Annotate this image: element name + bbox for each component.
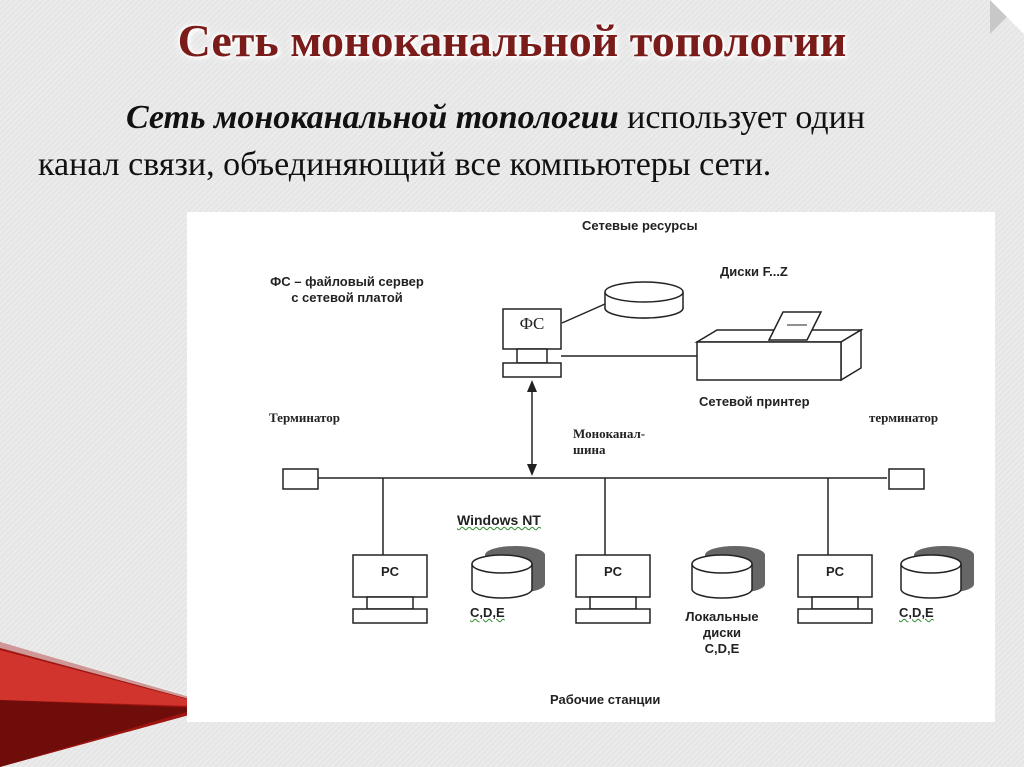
workstation-pc-1	[352, 554, 428, 624]
local-disk-3	[900, 546, 974, 599]
workstation-pc-2	[575, 554, 651, 624]
server-disk-link	[561, 303, 606, 324]
fs-note-line1: ФС – файловый сервер	[270, 274, 424, 289]
paragraph-line1-rest: использует один	[618, 99, 866, 136]
windows-nt-label: Windows NT	[457, 512, 541, 528]
disk-label-1: C,D,E	[470, 605, 505, 621]
network-resources-label: Сетевые ресурсы	[582, 218, 698, 233]
local-disks-label: Локальные диски C,D,E	[677, 609, 767, 657]
disk-label-3-text: C,D,E	[899, 605, 934, 620]
local-disks-line1: Локальные	[685, 609, 759, 624]
terminator-right-label: терминатор	[869, 410, 939, 425]
fs-note-line2: с сетевой платой	[291, 290, 403, 305]
bus-connector-arrow	[527, 380, 537, 476]
disks-label: Диски F...Z	[720, 264, 788, 279]
topology-diagram: Сетевые ресурсы ФС – файловый сервер с с…	[187, 212, 995, 722]
workstation-pc-3	[797, 554, 873, 624]
terminator-left-block	[282, 468, 319, 490]
bus-label-line2: шина	[573, 442, 606, 457]
local-disks-line3: C,D,E	[704, 641, 740, 656]
pc3-label: PC	[825, 564, 845, 579]
paragraph-emphasis: Сеть моноканальной топологии	[126, 99, 619, 136]
bus-label: Моноканал- шина	[573, 426, 645, 458]
network-printer-label: Сетевой принтер	[699, 394, 810, 409]
terminator-left-label: Терминатор	[269, 410, 340, 425]
pc1-label: PC	[380, 564, 400, 579]
fs-note: ФС – файловый сервер с сетевой платой	[247, 274, 447, 306]
file-server	[502, 308, 562, 378]
bus-label-line1: Моноканал-	[573, 426, 646, 441]
paragraph-line2: канал связи, объединяющий все компьютеры…	[38, 146, 772, 183]
page-curl	[990, 0, 1024, 34]
local-disk-1	[471, 546, 545, 599]
disk-label-1-text: C,D,E	[470, 605, 505, 620]
local-disks-line2: диски	[703, 625, 741, 640]
disk-label-3: C,D,E	[899, 605, 934, 621]
pc2-label: PC	[603, 564, 623, 579]
windows-nt-text: Windows NT	[457, 512, 541, 528]
disk-stack-server	[604, 281, 684, 319]
network-printer	[694, 311, 864, 382]
slide-title: Сеть моноканальной топологии	[177, 15, 847, 66]
diagram-graphics	[282, 281, 974, 624]
local-disk-2	[691, 546, 765, 599]
workstations-label: Рабочие станции	[550, 692, 661, 707]
slide-paragraph: Сеть моноканальной топологии использует …	[38, 94, 1008, 188]
fs-box-label: ФС	[519, 314, 545, 333]
terminator-right-block	[888, 468, 925, 490]
